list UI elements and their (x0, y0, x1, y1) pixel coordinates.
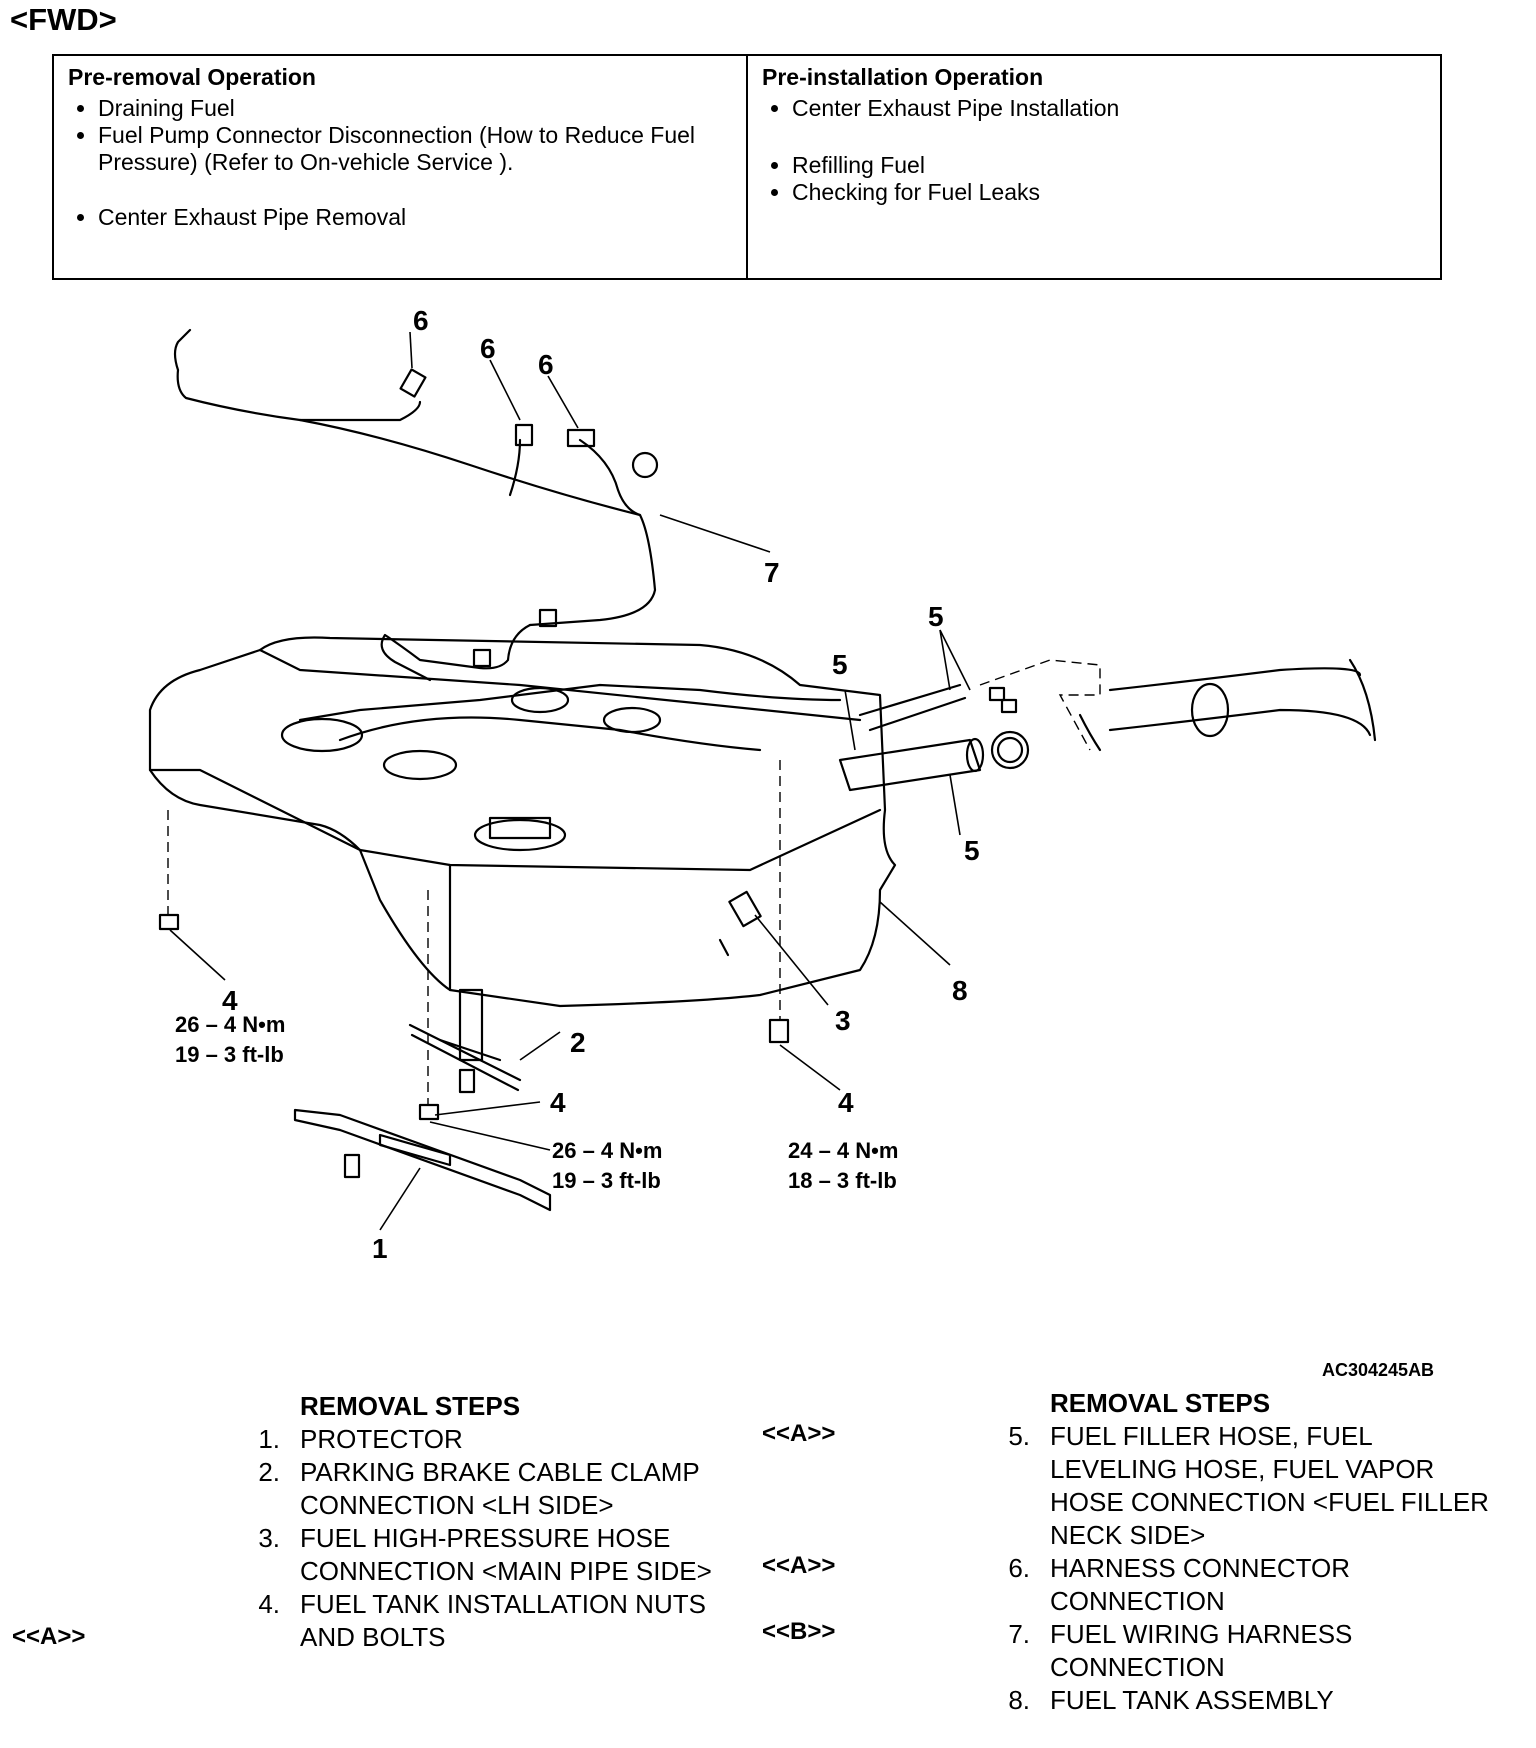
torque-left-ftlb: 19 – 3 ft-lb (175, 1042, 284, 1067)
torque-center-nm: 26 – 4 N•m (552, 1138, 662, 1163)
step-number: 1. (258, 1424, 280, 1454)
step-number: 7. (1008, 1619, 1030, 1649)
removal-steps-left: REMOVAL STEPS 1. PROTECTOR 2. PARKING BR… (240, 1390, 740, 1654)
removal-steps-title: REMOVAL STEPS (1050, 1388, 1271, 1418)
page-header: <FWD> (10, 2, 117, 37)
removal-steps-title: REMOVAL STEPS (300, 1391, 521, 1421)
fuel-tank-diagram: 6 6 6 7 5 5 5 4 8 3 2 4 4 1 26 – 4 N•m 1… (148, 305, 1377, 1264)
torque-right-ftlb: 18 – 3 ft-lb (788, 1168, 897, 1193)
step-number: 3. (258, 1523, 280, 1553)
callout-1: 1 (372, 1233, 388, 1264)
pre-installation-title: Pre-installation Operation (762, 64, 1044, 90)
pre-installation-item: Checking for Fuel Leaks (792, 179, 1426, 206)
callout-4: 4 (838, 1087, 854, 1118)
pre-removal-title: Pre-removal Operation (68, 64, 316, 90)
removal-step: 2. PARKING BRAKE CABLE CLAMP CONNECTION … (240, 1456, 740, 1522)
removal-step: 1. PROTECTOR (240, 1423, 740, 1456)
callout-5: 5 (964, 835, 980, 866)
step-text: FUEL WIRING HARNESS CONNECTION (1050, 1619, 1353, 1682)
torque-right-nm: 24 – 4 N•m (788, 1138, 898, 1163)
removal-step: 5. FUEL FILLER HOSE, FUEL LEVELING HOSE,… (990, 1420, 1490, 1552)
callout-5: 5 (928, 601, 944, 632)
callout-7: 7 (764, 557, 780, 588)
step-text: PARKING BRAKE CABLE CLAMP CONNECTION <LH… (300, 1457, 700, 1520)
callout-5: 5 (832, 649, 848, 680)
fuel-filler-hoses (838, 658, 1377, 792)
callout-4: 4 (222, 985, 238, 1016)
step-number: 6. (1008, 1553, 1030, 1583)
callout-3: 3 (835, 1005, 851, 1036)
torque-left-nm: 26 – 4 N•m (175, 1012, 285, 1037)
removal-step: 8. FUEL TANK ASSEMBLY (990, 1684, 1490, 1717)
step-text: PROTECTOR (300, 1424, 463, 1454)
pre-installation-list: Center Exhaust Pipe Installation Refilli… (762, 95, 1426, 206)
callout-4: 4 (550, 1087, 566, 1118)
service-reference-a: <<A>> (762, 1420, 836, 1447)
removal-step: 4. FUEL TANK INSTALLATION NUTS AND BOLTS (240, 1588, 740, 1654)
parking-brake-clamp (408, 988, 522, 1092)
pre-removal-item: Center Exhaust Pipe Removal (98, 204, 732, 231)
callout-6: 6 (480, 333, 496, 364)
service-reference-a: <<A>> (762, 1552, 836, 1579)
operations-table: Pre-removal Operation Draining Fuel Fuel… (52, 54, 1442, 280)
step-text: HARNESS CONNECTOR CONNECTION (1050, 1553, 1351, 1616)
step-text: FUEL HIGH-PRESSURE HOSE CONNECTION <MAIN… (300, 1523, 712, 1586)
protector (293, 1108, 552, 1212)
step-text: FUEL TANK ASSEMBLY (1050, 1685, 1334, 1715)
callout-2: 2 (570, 1027, 586, 1058)
step-number: 2. (258, 1457, 280, 1487)
high-pressure-hose (718, 890, 762, 957)
callout-8: 8 (952, 975, 968, 1006)
step-number: 5. (1008, 1421, 1030, 1451)
pre-installation-item: Center Exhaust Pipe Installation (792, 95, 1426, 122)
pre-removal-column: Pre-removal Operation Draining Fuel Fuel… (54, 56, 746, 278)
fuel-tank-body (148, 636, 897, 1008)
tank-nuts-and-bolts (158, 913, 790, 1179)
removal-step: 7. FUEL WIRING HARNESS CONNECTION (990, 1618, 1490, 1684)
pre-removal-item: Fuel Pump Connector Disconnection (How t… (98, 122, 718, 176)
fuel-wiring-harness (173, 328, 659, 682)
pre-removal-item: Draining Fuel (98, 95, 732, 122)
step-number: 8. (1008, 1685, 1030, 1715)
callout-6: 6 (538, 349, 554, 380)
service-reference-b: <<B>> (762, 1618, 836, 1645)
figure-code: AC304245AB (1322, 1360, 1435, 1380)
removal-steps-right: REMOVAL STEPS 5. FUEL FILLER HOSE, FUEL … (990, 1387, 1490, 1717)
pre-installation-column: Pre-installation Operation Center Exhaus… (746, 56, 1440, 278)
removal-step: 3. FUEL HIGH-PRESSURE HOSE CONNECTION <M… (240, 1522, 740, 1588)
callout-6: 6 (413, 305, 429, 336)
step-text: FUEL FILLER HOSE, FUEL LEVELING HOSE, FU… (1050, 1421, 1489, 1550)
torque-center-ftlb: 19 – 3 ft-lb (552, 1168, 661, 1193)
service-reference-a: <<A>> (12, 1623, 86, 1650)
step-text: FUEL TANK INSTALLATION NUTS AND BOLTS (300, 1589, 706, 1652)
pre-installation-item: Refilling Fuel (792, 152, 1426, 179)
pre-removal-list: Draining Fuel Fuel Pump Connector Discon… (68, 95, 732, 231)
removal-step: 6. HARNESS CONNECTOR CONNECTION (990, 1552, 1490, 1618)
step-number: 4. (258, 1589, 280, 1619)
